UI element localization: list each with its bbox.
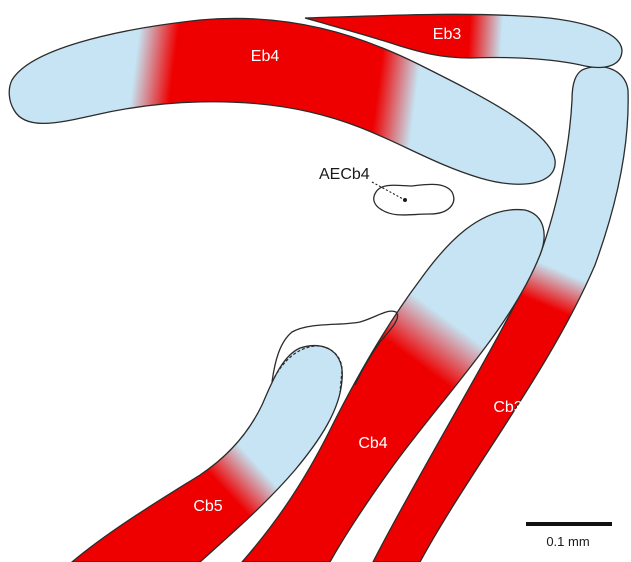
cb3-label: Cb3 (493, 399, 522, 416)
cb4-label: Cb4 (358, 435, 387, 452)
scale-bar-label: 0.1 mm (546, 534, 589, 549)
eb4-label: Eb4 (251, 48, 280, 65)
aecb4-outline (374, 184, 454, 215)
aecb4-label: AECb4 (319, 166, 370, 183)
cb5-label: Cb5 (193, 498, 222, 515)
aecb4-dot (403, 198, 407, 202)
eb3-label: Eb3 (433, 26, 462, 43)
